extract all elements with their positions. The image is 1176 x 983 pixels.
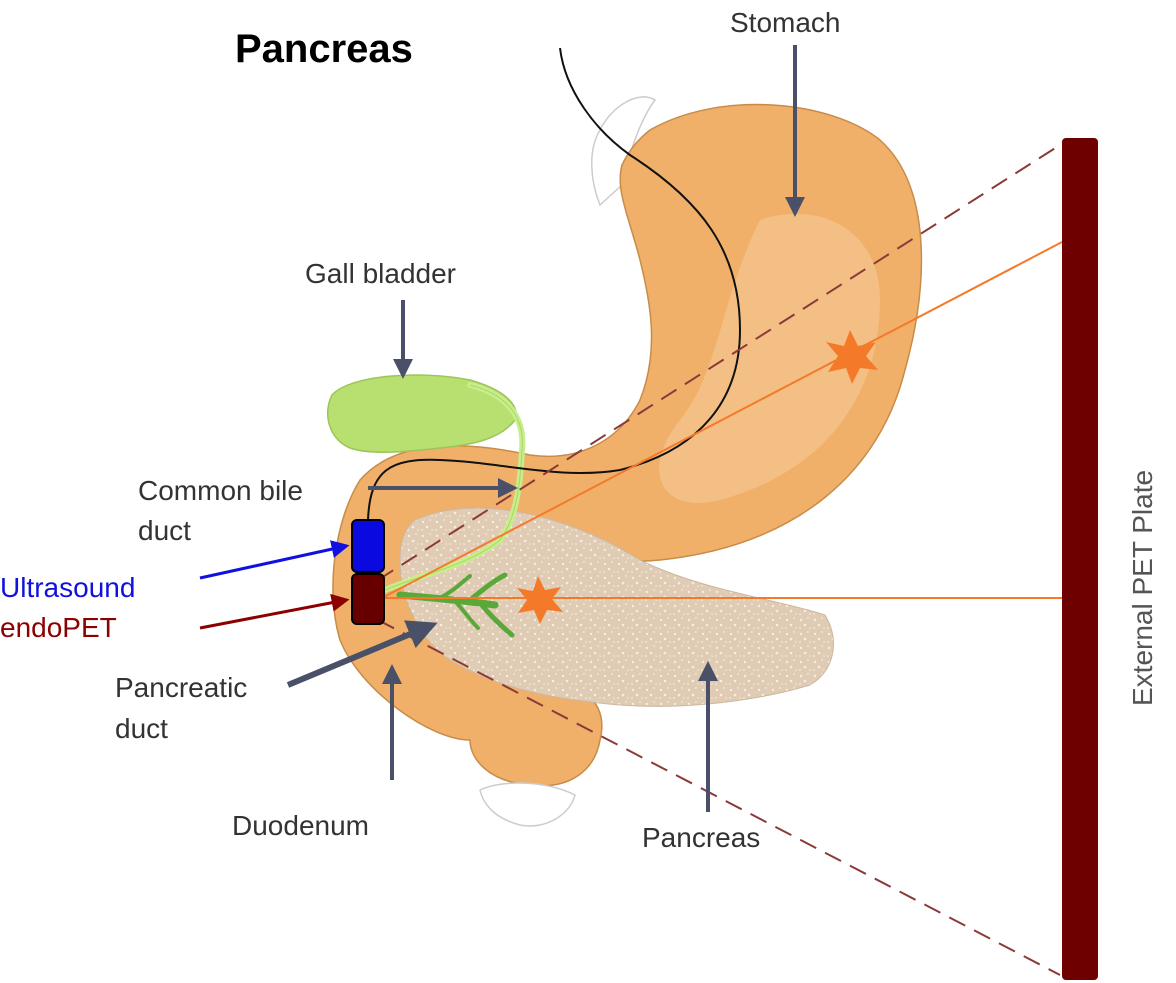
gall-bladder-shape	[328, 375, 516, 452]
ultrasound-arrow	[200, 546, 346, 578]
ultrasound-label: Ultrasound	[0, 572, 135, 603]
ultrasound-probe	[352, 520, 384, 572]
duodenum-end-shape	[480, 783, 575, 826]
external-pet-plate	[1062, 138, 1098, 980]
diagram-title: Pancreas	[235, 27, 413, 71]
common-bile-duct-label-line1: Common bile	[138, 475, 303, 506]
endopet-probe	[352, 574, 384, 624]
gall-bladder-label: Gall bladder	[305, 258, 456, 289]
stomach-label: Stomach	[730, 7, 841, 38]
pancreatic-duct-label-line1: Pancreatic	[115, 672, 247, 703]
external-pet-plate-label: External PET Plate	[1127, 470, 1158, 706]
endopet-label: endoPET	[0, 612, 117, 643]
pancreatic-duct-label-line2: duct	[115, 713, 168, 744]
duodenum-label: Duodenum	[232, 810, 369, 841]
common-bile-duct-label-line2: duct	[138, 515, 191, 546]
endopet-arrow	[200, 600, 346, 628]
pancreas-label: Pancreas	[642, 822, 760, 853]
